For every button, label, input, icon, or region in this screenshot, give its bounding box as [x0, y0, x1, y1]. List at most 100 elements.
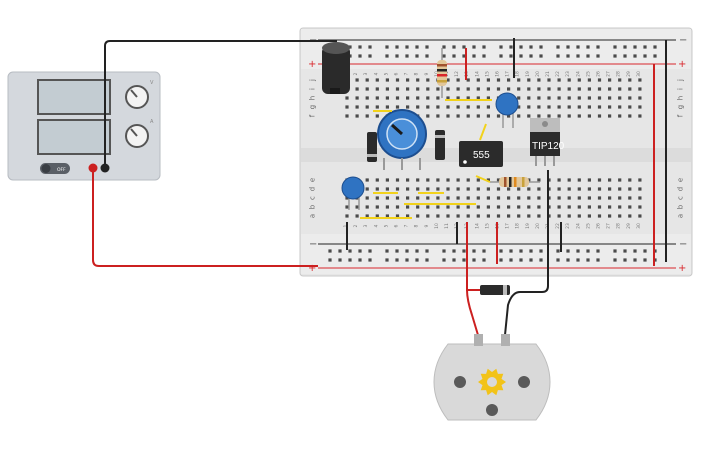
breadboard-hole[interactable]	[345, 114, 349, 118]
wire-black-board-to-motor[interactable]	[504, 230, 549, 336]
breadboard-hole[interactable]	[628, 78, 632, 82]
rail-hole[interactable]	[643, 258, 647, 262]
ceramic-capacitor-top[interactable]	[495, 92, 519, 128]
breadboard-hole[interactable]	[466, 178, 470, 182]
breadboard-hole[interactable]	[466, 114, 470, 118]
rail-hole[interactable]	[348, 45, 352, 49]
electrolytic-capacitor[interactable]	[322, 42, 350, 94]
rail-hole[interactable]	[405, 258, 409, 262]
breadboard-hole[interactable]	[597, 105, 602, 109]
breadboard-hole[interactable]	[446, 178, 450, 182]
rail-hole[interactable]	[596, 258, 600, 262]
breadboard-hole[interactable]	[557, 214, 561, 218]
diode-right[interactable]	[435, 130, 445, 160]
breadboard-hole[interactable]	[638, 214, 642, 218]
breadboard-hole[interactable]	[355, 78, 359, 82]
breadboard-hole[interactable]	[547, 105, 551, 109]
breadboard-hole[interactable]	[385, 96, 389, 100]
breadboard-hole[interactable]	[567, 87, 571, 91]
rail-hole[interactable]	[442, 45, 446, 49]
breadboard-hole[interactable]	[476, 105, 480, 109]
rail-hole[interactable]	[385, 54, 389, 58]
breadboard-hole[interactable]	[486, 205, 490, 209]
breadboard-hole[interactable]	[507, 87, 511, 91]
rail-hole[interactable]	[425, 249, 429, 253]
breadboard-hole[interactable]	[446, 105, 450, 109]
breadboard-hole[interactable]	[507, 78, 511, 82]
breadboard-hole[interactable]	[608, 87, 612, 91]
breadboard-hole[interactable]	[416, 96, 420, 100]
breadboard-hole[interactable]	[567, 114, 571, 118]
breadboard-hole[interactable]	[375, 114, 379, 118]
breadboard-hole[interactable]	[416, 214, 420, 218]
breadboard-hole[interactable]	[365, 87, 369, 91]
breadboard-hole[interactable]	[375, 196, 379, 200]
rail-hole[interactable]	[576, 249, 580, 253]
rail-hole[interactable]	[368, 54, 372, 58]
breadboard-hole[interactable]	[577, 78, 581, 82]
breadboard-hole[interactable]	[527, 187, 531, 191]
breadboard-hole[interactable]	[527, 105, 531, 109]
rail-hole[interactable]	[499, 45, 503, 49]
rail-hole[interactable]	[328, 249, 332, 253]
breadboard-hole[interactable]	[496, 78, 501, 82]
breadboard-hole[interactable]	[628, 96, 632, 100]
rail-hole[interactable]	[395, 45, 399, 49]
rail-hole[interactable]	[596, 45, 600, 49]
breadboard-hole[interactable]	[557, 114, 561, 118]
rail-hole[interactable]	[566, 249, 570, 253]
breadboard-hole[interactable]	[557, 105, 561, 109]
breadboard-hole[interactable]	[638, 205, 642, 209]
rail-hole[interactable]	[539, 258, 543, 262]
rail-hole[interactable]	[385, 249, 389, 253]
breadboard-hole[interactable]	[406, 187, 410, 191]
breadboard-hole[interactable]	[527, 114, 531, 118]
breadboard-hole[interactable]	[426, 96, 430, 100]
transistor-tip120[interactable]: TIP120	[530, 118, 565, 166]
breadboard-hole[interactable]	[517, 187, 521, 191]
breadboard-hole[interactable]	[486, 105, 490, 109]
rail-hole[interactable]	[452, 258, 456, 262]
rail-hole[interactable]	[385, 258, 389, 262]
breadboard-hole[interactable]	[486, 187, 490, 191]
breadboard-hole[interactable]	[486, 78, 490, 82]
breadboard-hole[interactable]	[557, 196, 561, 200]
breadboard-hole[interactable]	[395, 105, 400, 109]
breadboard-hole[interactable]	[466, 96, 470, 100]
breadboard-hole[interactable]	[395, 205, 400, 209]
breadboard-hole[interactable]	[345, 214, 349, 218]
rail-hole[interactable]	[519, 258, 523, 262]
breadboard-hole[interactable]	[406, 96, 410, 100]
breadboard-hole[interactable]	[436, 105, 440, 109]
rail-hole[interactable]	[425, 54, 429, 58]
rail-hole[interactable]	[442, 258, 446, 262]
rail-hole[interactable]	[633, 45, 637, 49]
breadboard-hole[interactable]	[577, 205, 581, 209]
breadboard-hole[interactable]	[365, 187, 369, 191]
rail-hole[interactable]	[586, 54, 590, 58]
rail-hole[interactable]	[425, 258, 429, 262]
breadboard-hole[interactable]	[567, 187, 571, 191]
breadboard-hole[interactable]	[426, 214, 430, 218]
rail-hole[interactable]	[519, 45, 523, 49]
rail-hole[interactable]	[586, 258, 590, 262]
breadboard-hole[interactable]	[395, 187, 400, 191]
power-supply[interactable]: V A OFF	[7, 71, 161, 181]
rail-hole[interactable]	[442, 249, 446, 253]
dc-motor[interactable]	[433, 334, 551, 421]
rail-hole[interactable]	[415, 54, 419, 58]
breadboard-hole[interactable]	[527, 96, 531, 100]
rail-hole[interactable]	[643, 45, 647, 49]
rail-hole[interactable]	[529, 249, 533, 253]
rail-hole[interactable]	[482, 54, 486, 58]
rail-hole[interactable]	[358, 258, 362, 262]
breadboard-hole[interactable]	[608, 78, 612, 82]
breadboard-hole[interactable]	[628, 114, 632, 118]
breadboard-hole[interactable]	[537, 78, 541, 82]
rail-hole[interactable]	[576, 258, 580, 262]
breadboard-hole[interactable]	[597, 196, 602, 200]
rail-hole[interactable]	[613, 54, 617, 58]
breadboard-hole[interactable]	[638, 105, 642, 109]
rail-hole[interactable]	[348, 249, 352, 253]
breadboard-hole[interactable]	[476, 87, 480, 91]
